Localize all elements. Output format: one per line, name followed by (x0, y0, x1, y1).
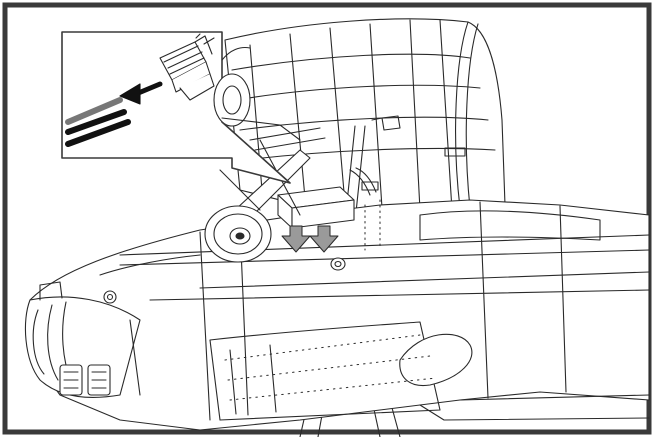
down-arrow-icon (281, 225, 339, 253)
fuselage (29, 199, 650, 431)
receiver-box (277, 167, 379, 229)
connector-plug-icon (159, 33, 215, 101)
rivet-rows (224, 199, 437, 401)
strut-fitting (330, 257, 346, 271)
detail-inset (61, 31, 326, 184)
push-arrow-icon (119, 81, 163, 105)
cowl (24, 254, 201, 398)
main-wheel (204, 149, 311, 263)
